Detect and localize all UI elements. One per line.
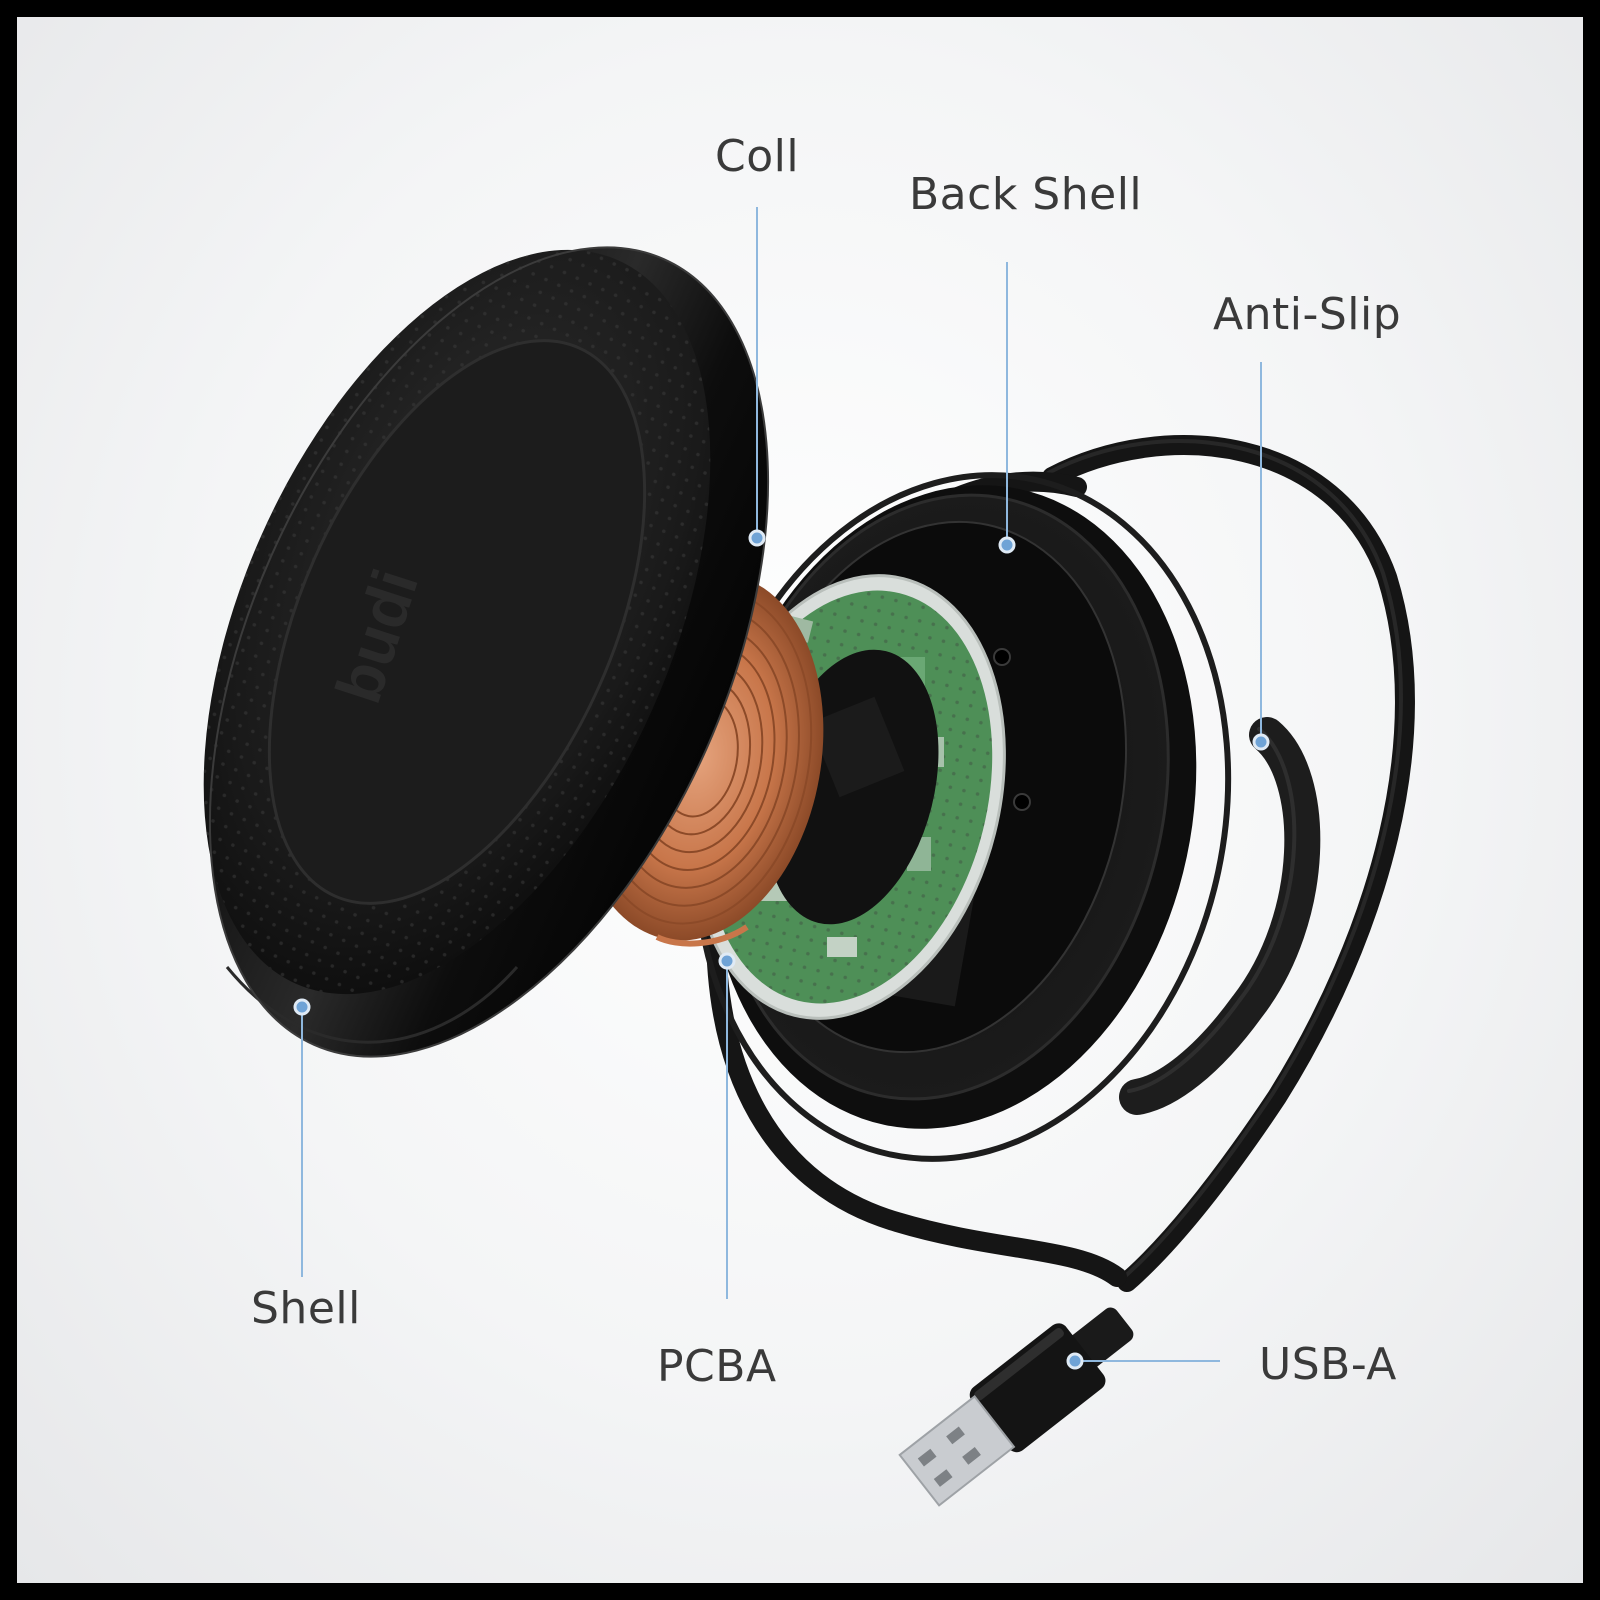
exploded-view-illustration: budi: [203, 207, 1415, 1507]
label-usb-a: USB-A: [1259, 1339, 1397, 1390]
leader-dot-usb-a: [1066, 1352, 1084, 1370]
pcba-board: [692, 574, 1006, 1020]
leader-dots: [293, 529, 1270, 1370]
label-pcba: PCBA: [657, 1341, 777, 1392]
leader-dot-shell: [293, 998, 311, 1016]
leader-dot-pcba: [718, 952, 736, 970]
label-back-shell: Back Shell: [909, 169, 1143, 220]
anti-slip-pad: [1119, 717, 1321, 1115]
leader-dot-back-shell: [998, 536, 1016, 554]
label-coil: Coll: [715, 131, 800, 182]
label-shell: Shell: [251, 1283, 361, 1334]
diagram-canvas: budi: [17, 17, 1583, 1583]
leader-dot-coil: [748, 529, 766, 547]
label-anti-slip: Anti-Slip: [1213, 289, 1402, 340]
leader-lines: [301, 207, 1262, 1362]
leader-dot-anti-slip: [1252, 733, 1270, 751]
front-shell-part: budi: [203, 246, 770, 1058]
usb-a-plug: [898, 1307, 1134, 1507]
